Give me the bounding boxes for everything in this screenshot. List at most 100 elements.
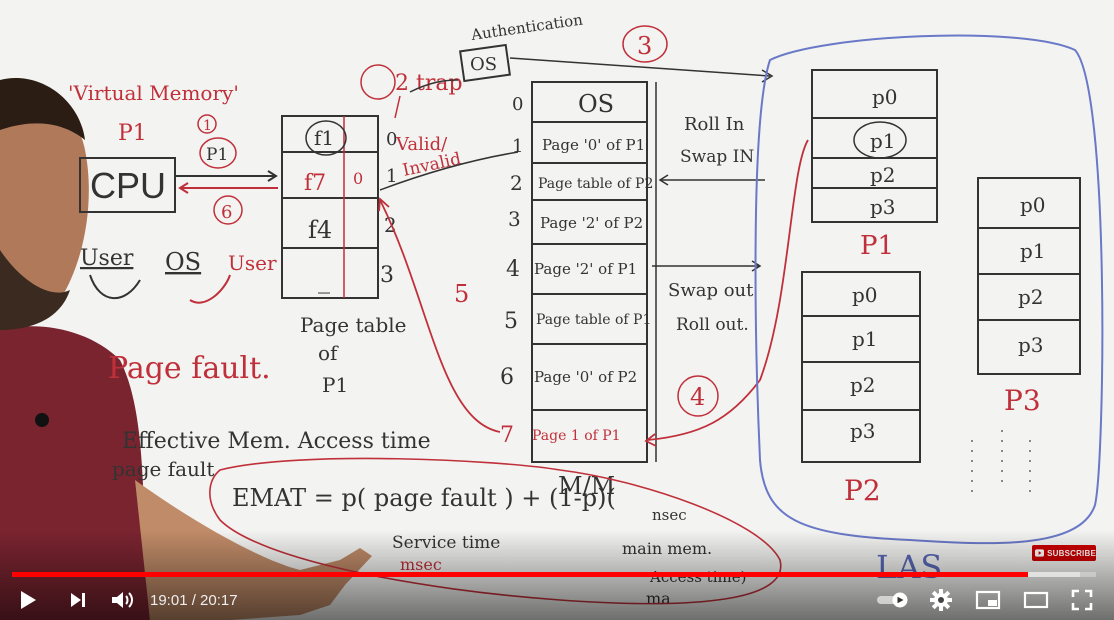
p2-page-1: p1 — [852, 327, 878, 351]
emat-title: Effective Mem. Access time — [122, 429, 431, 454]
p1-page-1: p1 — [870, 129, 896, 153]
p2-page-2: p2 — [850, 373, 876, 397]
mm-row-0: OS — [578, 90, 614, 118]
p2-process-label: P2 — [844, 474, 881, 507]
p1-page-2: p2 — [870, 163, 896, 187]
mm-index-2: 2 — [510, 171, 523, 195]
play-button[interactable] — [0, 580, 56, 620]
mm-row-2: Page table of P2 — [538, 176, 653, 192]
page-fault-label: Page fault. — [108, 351, 271, 386]
p3-page-2: p2 — [1018, 285, 1044, 309]
p3-page-3: p3 — [1018, 333, 1044, 357]
emat-formula: EMAT = p( page fault ) + (1-p)( — [232, 484, 616, 512]
p1-process-label: P1 — [860, 231, 894, 261]
p3-page-0: p0 — [1020, 193, 1046, 217]
os-box-label: OS — [470, 54, 497, 75]
mm-row-6: Page '0' of P2 — [534, 368, 637, 386]
step4-label: 4 — [690, 383, 705, 411]
process-p2: p0 p1 p2 p3 P2 — [801, 271, 921, 507]
process-p3: p0 p1 p2 p3 P3 — [971, 177, 1081, 500]
os-label: OS — [165, 248, 201, 276]
gear-icon — [930, 589, 952, 611]
pt-frame-3: _ — [318, 266, 330, 294]
played-bar — [12, 572, 1028, 577]
swap-in-label: Swap IN — [680, 147, 754, 167]
settings-button[interactable] — [918, 580, 964, 620]
main-mem-label: main mem. — [622, 539, 712, 558]
mm-row-7: Page 1 of P1 — [532, 428, 621, 444]
step1-label: 1 — [203, 118, 212, 134]
fullscreen-icon — [1071, 589, 1093, 611]
pt-index-1: 1 — [386, 166, 397, 187]
autoplay-toggle[interactable] — [868, 580, 918, 620]
emat-subtitle: page fault — [112, 457, 214, 481]
mm-index-7: 7 — [500, 423, 514, 448]
p1-label: P1 — [118, 121, 147, 146]
mm-row-1: Page '0' of P1 — [542, 136, 645, 154]
volume-icon — [112, 592, 133, 608]
subscribe-label: SUBSCRIBE — [1047, 548, 1096, 558]
fullscreen-button[interactable] — [1060, 580, 1104, 620]
step5-label: 5 — [454, 280, 469, 308]
mm-index-3: 3 — [508, 207, 521, 231]
mm-row-3: Page '2' of P2 — [540, 214, 643, 232]
user2-label: User — [228, 251, 277, 275]
title-virtual-memory: 'Virtual Memory' — [68, 81, 239, 105]
subscribe-button[interactable]: SUBSCRIBE — [1032, 545, 1096, 561]
play-icon — [1035, 549, 1045, 557]
step3-label: 3 — [637, 32, 652, 60]
valid-label: Valid/ — [395, 134, 448, 155]
pt-caption-3: P1 — [322, 373, 348, 397]
next-icon — [71, 593, 85, 607]
mm-index-5: 5 — [504, 309, 518, 334]
roll-out-label: Roll out. — [676, 315, 749, 335]
mm-row-5: Page table of P1 — [536, 312, 651, 328]
pt-frame-2: f4 — [308, 216, 332, 244]
next-button[interactable] — [56, 580, 100, 620]
p2-page-3: p3 — [850, 419, 876, 443]
control-bar: 19:01 / 20:17 — [0, 580, 1114, 620]
p1-page-3: p3 — [870, 195, 896, 219]
mm-index-1: 1 — [512, 136, 523, 157]
cpu-box — [79, 157, 176, 213]
progress-bar[interactable] — [12, 572, 1096, 577]
miniplayer-button[interactable] — [964, 580, 1012, 620]
pt-index-0: 0 — [386, 129, 397, 150]
pt-caption-2: of — [318, 341, 339, 365]
pt-valid-bit: 0 — [353, 169, 363, 188]
pt-frame-0: f1 — [314, 126, 334, 150]
nsec-label: nsec — [652, 506, 687, 524]
pf-service-label: Service time — [392, 533, 500, 553]
step2-trap-label: 2 trap — [395, 71, 463, 96]
theater-icon — [1023, 591, 1049, 609]
p3-page-1: p1 — [1020, 239, 1046, 263]
miniplayer-icon — [975, 590, 1001, 610]
p3-process-label: P3 — [1004, 384, 1041, 417]
cpu-label: CPU — [90, 165, 166, 206]
p1-page-0: p0 — [872, 85, 898, 109]
pt-caption-1: Page table — [300, 313, 406, 337]
pt-frame-1: f7 — [304, 171, 326, 196]
user-label: User — [80, 246, 134, 271]
time-display: 19:01 / 20:17 — [150, 591, 238, 609]
mm-row-4: Page '2' of P1 — [534, 260, 637, 278]
mm-caption: M/M — [558, 472, 615, 500]
pt-index-3: 3 — [380, 263, 394, 288]
roll-in-label: Roll In — [684, 114, 745, 135]
autoplay-toggle-icon — [877, 592, 908, 608]
step6-label: 6 — [221, 202, 232, 223]
os-box — [459, 43, 511, 83]
main-memory: 0 1 2 3 4 5 6 7 OS Page '0' of P1 Page t… — [500, 81, 657, 500]
swap-out-label: Swap out — [668, 280, 754, 301]
process-p1: p0 p1 p2 p3 P1 — [811, 69, 938, 261]
mm-index-0: 0 — [512, 94, 523, 115]
p1-request-label: P1 — [206, 145, 228, 165]
play-icon — [21, 591, 36, 609]
p2-page-0: p0 — [852, 283, 878, 307]
volume-button[interactable] — [100, 580, 146, 620]
mm-index-4: 4 — [506, 257, 520, 282]
theater-mode-button[interactable] — [1012, 580, 1060, 620]
mm-index-6: 6 — [500, 365, 514, 390]
